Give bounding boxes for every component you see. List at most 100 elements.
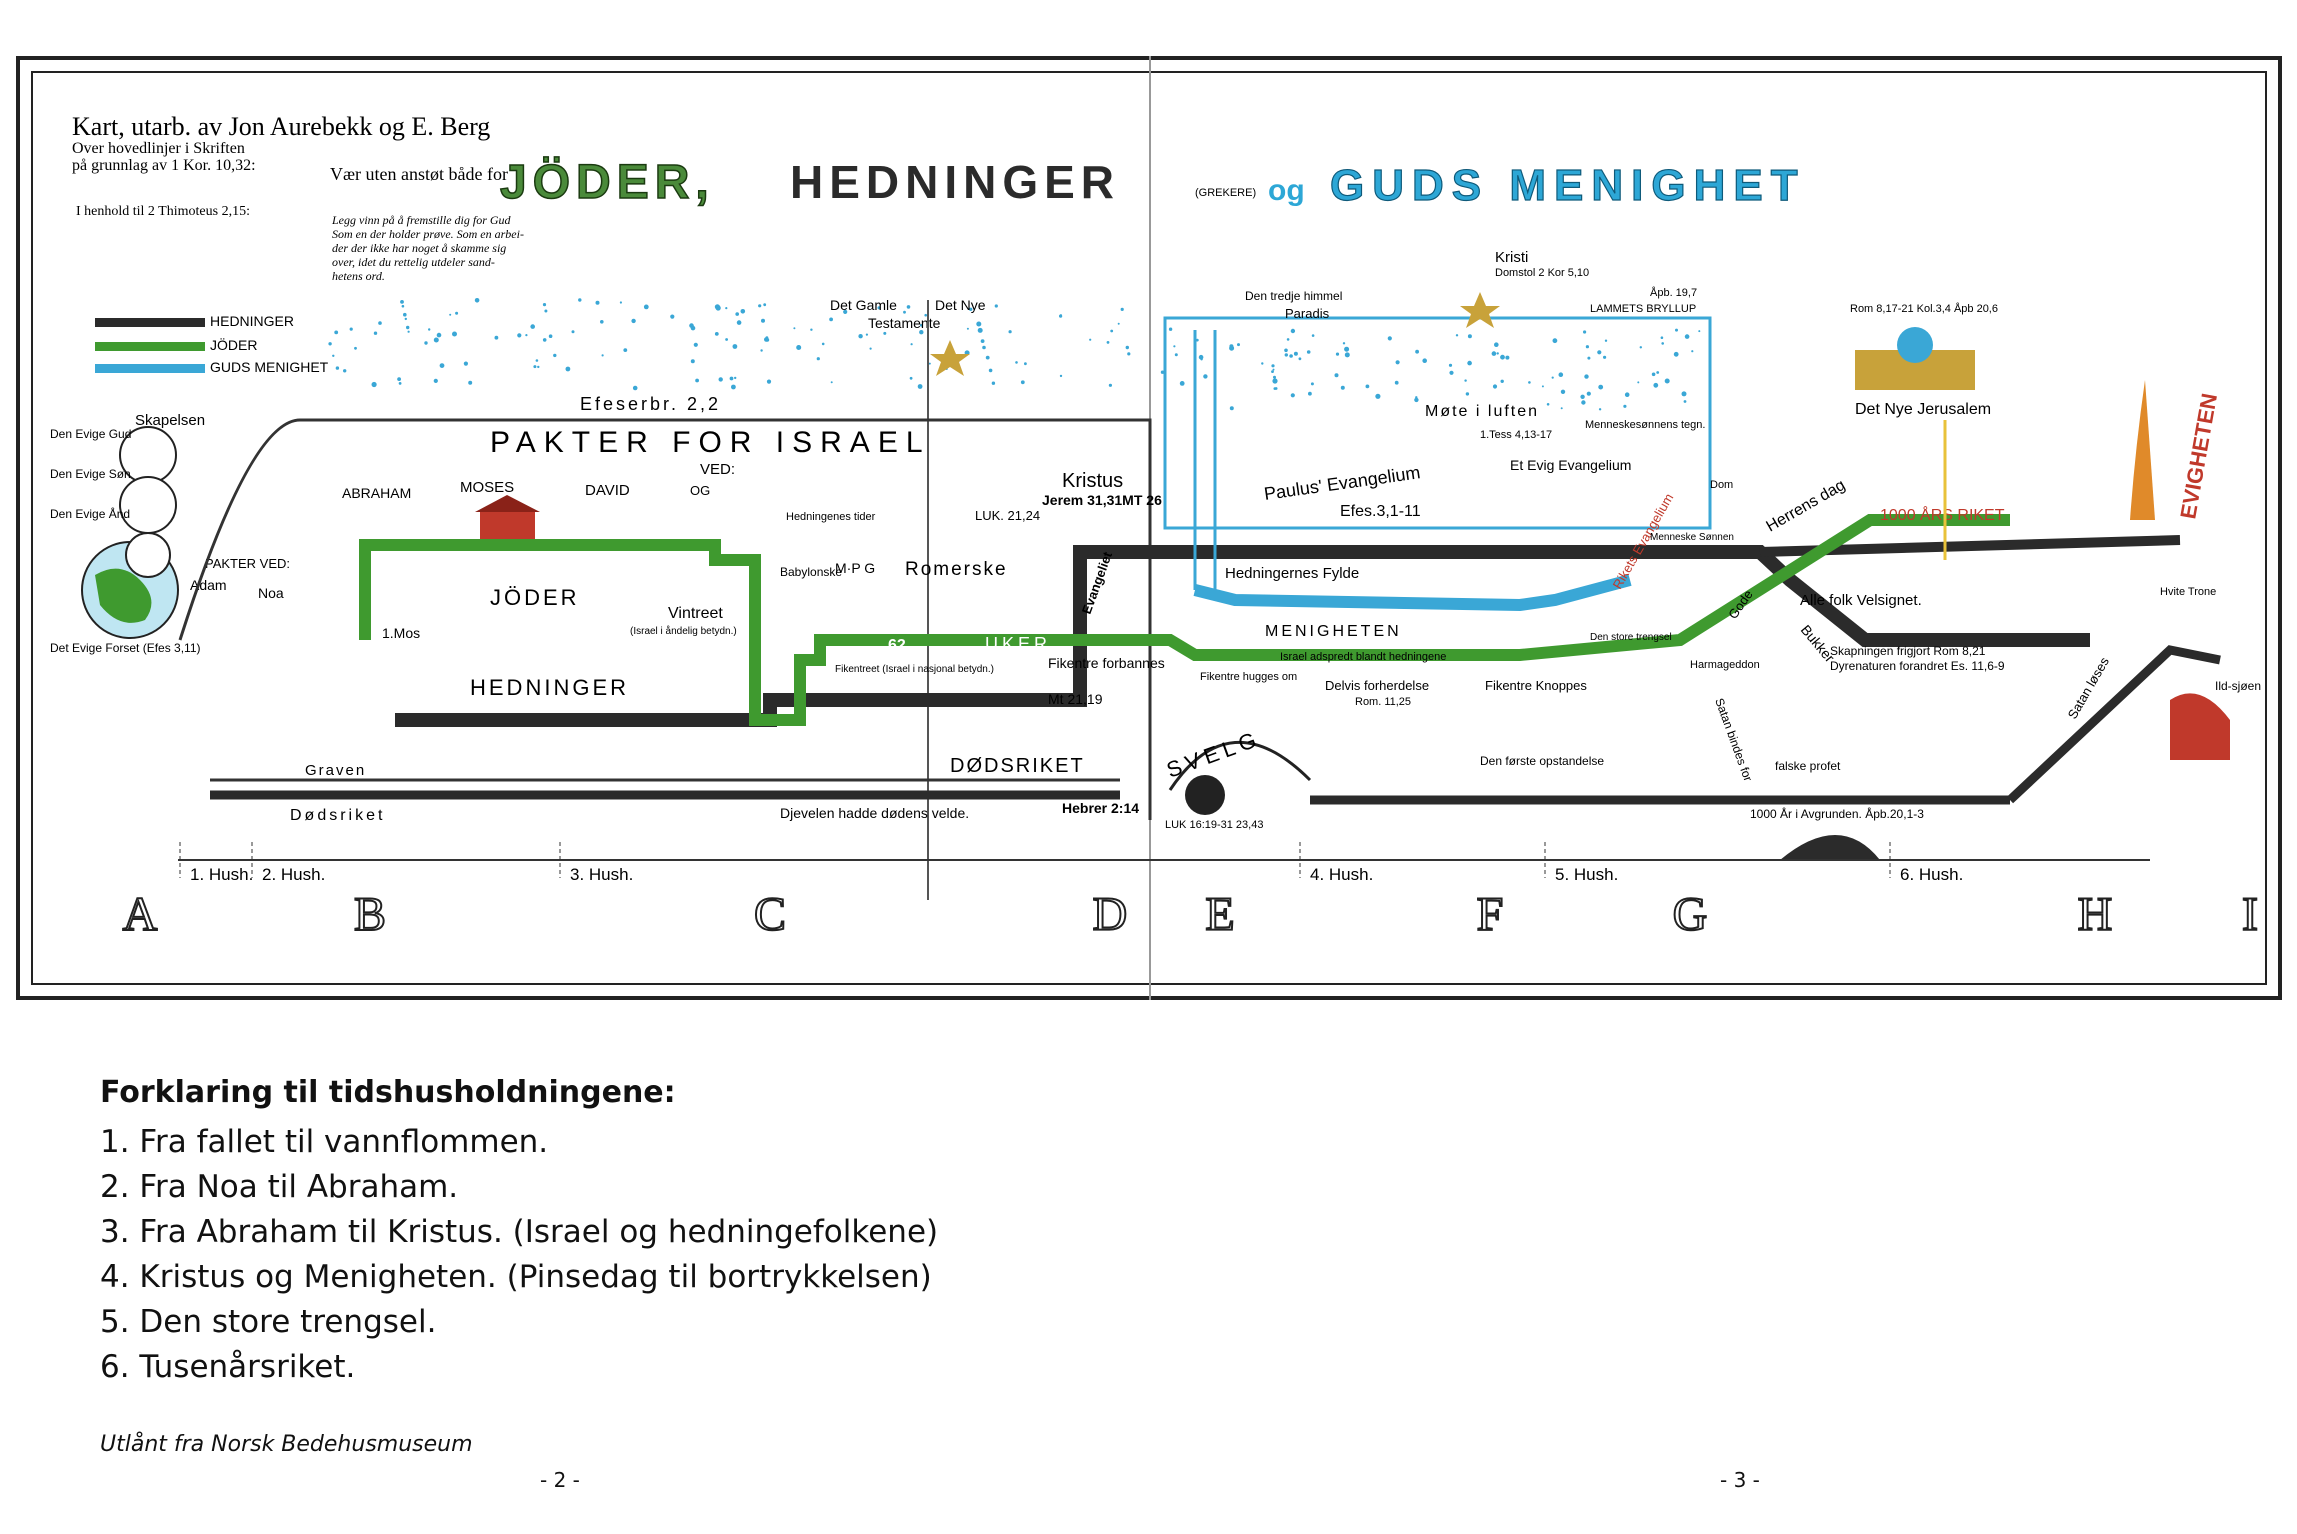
- label-fikentre: Fikentre forbannes: [1048, 655, 1165, 671]
- star-dot: [1500, 379, 1504, 383]
- star-dot: [1059, 374, 1063, 378]
- star-dot: [371, 381, 377, 388]
- star-dot: [714, 332, 719, 336]
- label-lammets: LAMMETS BRYLLUP: [1590, 303, 1696, 315]
- star-dot: [1334, 373, 1339, 378]
- star-dot: [1581, 400, 1586, 405]
- star-dot: [690, 325, 696, 331]
- star-dot: [761, 318, 765, 323]
- quote-line-5: hetens ord.: [332, 269, 385, 283]
- star-dot: [1664, 378, 1670, 384]
- label-mpg: M·P G: [835, 560, 875, 576]
- label-babylonske: Babylonske: [780, 565, 842, 579]
- star-dot: [1546, 403, 1550, 406]
- star-dot: [1586, 391, 1591, 396]
- star-dot: [398, 382, 402, 385]
- star-dot: [1551, 376, 1554, 379]
- star-dot: [343, 369, 347, 373]
- star-dot: [994, 304, 998, 308]
- label-luk: LUK. 21,24: [975, 508, 1040, 523]
- star-dot: [909, 376, 913, 380]
- label-hedninger-mid: HEDNINGER: [470, 675, 629, 700]
- star-dot: [796, 345, 802, 350]
- label-alle-folk: Alle folk Velsignet.: [1800, 592, 1922, 609]
- star-dot: [924, 313, 927, 317]
- label-kristi: Kristi: [1495, 249, 1528, 266]
- star-dot: [1110, 329, 1114, 333]
- star-dot: [1174, 353, 1178, 357]
- star-dot: [758, 304, 762, 308]
- label-evig-evang: Et Evig Evangelium: [1510, 457, 1631, 473]
- legend-item: 6. Tusenårsriket.: [100, 1349, 356, 1385]
- section-letter: F: [1477, 888, 1504, 941]
- star-dot: [1584, 374, 1589, 379]
- quote-line-3: der der ikke har noget å skamme sig: [332, 241, 506, 255]
- star-dot: [595, 300, 600, 305]
- star-dot: [1059, 314, 1063, 318]
- star-dot: [565, 366, 571, 372]
- label-ild-sjoen: Ild-sjøen: [2215, 679, 2261, 693]
- label-gamle: Det Gamle: [830, 297, 897, 313]
- label-avgrunden: 1000 År i Avgrunden. Åpb.20,1-3: [1750, 806, 1924, 821]
- period-label: 5. Hush.: [1555, 865, 1618, 884]
- star-dot: [1237, 343, 1240, 347]
- star-dot: [571, 330, 575, 334]
- star-dot: [919, 324, 923, 327]
- star-dot: [1673, 351, 1679, 357]
- star-dot: [1311, 334, 1315, 337]
- offense-text: Vær uten anstøt både for: [330, 164, 508, 184]
- star-dot: [1681, 391, 1687, 397]
- star-dot: [401, 304, 405, 308]
- star-dot: [1395, 360, 1400, 365]
- star-dot: [1335, 352, 1340, 356]
- star-dot: [1603, 355, 1607, 359]
- star-dot: [535, 359, 539, 362]
- star-dot: [917, 384, 923, 389]
- label-pakter-israel: PAKTER FOR ISRAEL: [490, 426, 931, 459]
- star-dot: [1015, 361, 1018, 364]
- star-dot: [1310, 382, 1314, 386]
- star-dot: [1020, 380, 1025, 385]
- key-label-hedninger: HEDNINGER: [210, 313, 294, 329]
- label-62: 62: [888, 637, 906, 654]
- legend-item: 3. Fra Abraham til Kristus. (Israel og h…: [100, 1214, 939, 1250]
- label-hedningenes-tider: Hedningenes tider: [786, 511, 876, 523]
- title-hedninger: HEDNINGER: [790, 156, 1120, 208]
- label-david: DAVID: [585, 482, 630, 499]
- label-testamente: Testamente: [868, 315, 941, 331]
- star-dot: [1653, 382, 1659, 388]
- star-dot: [455, 311, 459, 315]
- star-dot: [404, 317, 407, 321]
- star-dot: [1261, 362, 1264, 365]
- star-dot: [829, 317, 833, 322]
- star-dot: [731, 384, 736, 390]
- star-dot: [980, 339, 985, 343]
- star-dot: [1344, 352, 1350, 358]
- label-nye-jerusalem: Det Nye Jerusalem: [1855, 401, 1991, 418]
- page-number-left: - 2 -: [540, 1468, 580, 1492]
- star-dot: [1624, 392, 1630, 398]
- star-dot: [1284, 353, 1289, 357]
- joder-line: [359, 514, 2010, 726]
- legend-item: 5. Den store trengsel.: [100, 1304, 437, 1340]
- label-dodsriket: Dødsriket: [290, 807, 385, 824]
- period-labels: 1. Hush.2. Hush.3. Hush.4. Hush.5. Hush.…: [179, 842, 1963, 884]
- heaven-box: [1163, 316, 1712, 530]
- star-dot: [1271, 364, 1275, 368]
- star-dot: [632, 385, 638, 391]
- star-dot: [821, 342, 825, 346]
- star-dot: [1173, 345, 1176, 348]
- star-dot: [1414, 397, 1419, 403]
- svelg-u-icon: [1185, 775, 1225, 815]
- star-dot: [424, 341, 428, 345]
- star-dot: [903, 310, 906, 314]
- label-noa: Noa: [258, 585, 284, 601]
- star-dot: [1229, 345, 1235, 351]
- star-dot: [542, 338, 547, 342]
- israel-arch: [178, 418, 1152, 820]
- star-dot: [334, 330, 339, 335]
- key-line-hedninger: [95, 318, 205, 327]
- hedninger-line: [395, 545, 2090, 727]
- label-fikentreet: Fikentreet (Israel i nasjonal betydn.): [835, 664, 994, 675]
